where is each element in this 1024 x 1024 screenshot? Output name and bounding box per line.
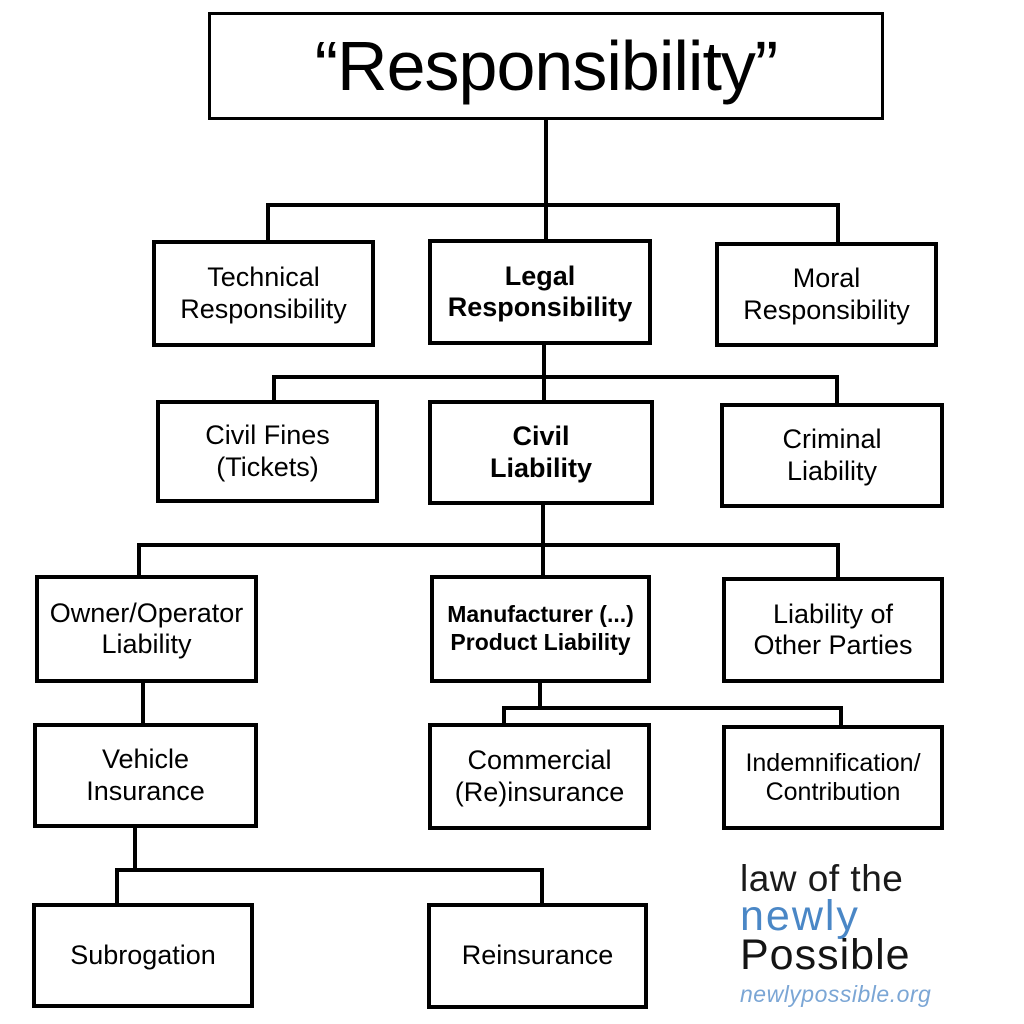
title-box-responsibility: “Responsibility” bbox=[208, 12, 884, 120]
node-legal-responsibility: Legal Responsibility bbox=[428, 239, 652, 345]
connector-level2-bracket bbox=[266, 203, 840, 244]
logo-law-of-the-newly-possible: law of the newly Possible newlypossible.… bbox=[740, 860, 950, 1008]
node-owner-operator-liability: Owner/Operator Liability bbox=[35, 575, 258, 683]
connector-level3-bracket bbox=[272, 375, 839, 405]
node-civil-fines: Civil Fines (Tickets) bbox=[156, 400, 379, 503]
node-criminal-liability: Criminal Liability bbox=[720, 403, 944, 508]
connector-level6-bracket bbox=[115, 868, 544, 905]
node-liability-of-other-parties: Liability of Other Parties bbox=[722, 577, 944, 683]
node-manufacturer-product-liability: Manufacturer (...) Product Liability bbox=[430, 575, 651, 683]
logo-text-newly: newly bbox=[740, 892, 860, 940]
logo-text-possible: Possible bbox=[740, 931, 911, 979]
node-moral-responsibility: Moral Responsibility bbox=[715, 242, 938, 347]
node-reinsurance: Reinsurance bbox=[427, 903, 648, 1009]
node-civil-liability: Civil Liability bbox=[428, 400, 654, 505]
node-vehicle-insurance: Vehicle Insurance bbox=[33, 723, 258, 828]
logo-text-law-of-the: law of the bbox=[740, 858, 904, 899]
logo-website-url: newlypossible.org bbox=[740, 981, 932, 1007]
node-subrogation: Subrogation bbox=[32, 903, 254, 1008]
connector-level5-bracket bbox=[502, 706, 843, 727]
connector-level4-bracket bbox=[137, 543, 840, 579]
node-indemnification-contribution: Indemnification/ Contribution bbox=[722, 725, 944, 830]
node-commercial-reinsurance: Commercial (Re)insurance bbox=[428, 723, 651, 830]
node-technical-responsibility: Technical Responsibility bbox=[152, 240, 375, 347]
title-label: “Responsibility” bbox=[314, 27, 778, 105]
